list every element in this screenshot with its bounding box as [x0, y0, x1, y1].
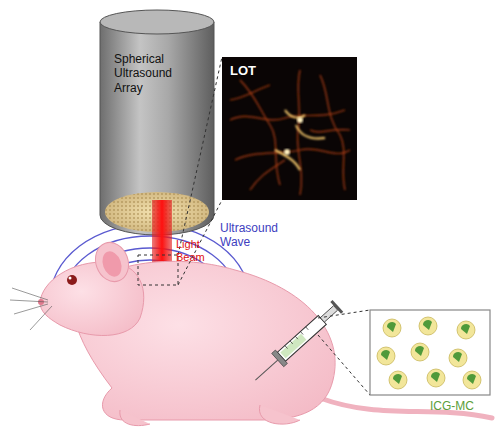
- agent-label: ICG-MC: [430, 400, 494, 414]
- syringe: [249, 299, 344, 387]
- node-text: LOT: [230, 63, 349, 79]
- node-text: Spherical Ultrasound Array: [114, 52, 184, 95]
- image-panel: LOT: [222, 57, 357, 200]
- beam-label: Light Beam: [176, 238, 216, 263]
- ultrasound-array-box: Spherical Ultrasound Array: [100, 10, 214, 190]
- wave-label: Ultrasound Wave: [220, 222, 286, 250]
- zoom-lines: [138, 57, 222, 285]
- lot-image: [222, 57, 357, 200]
- microcapsule-inset: [370, 310, 490, 395]
- mouse: [10, 238, 492, 426]
- inset-lines: [318, 310, 370, 395]
